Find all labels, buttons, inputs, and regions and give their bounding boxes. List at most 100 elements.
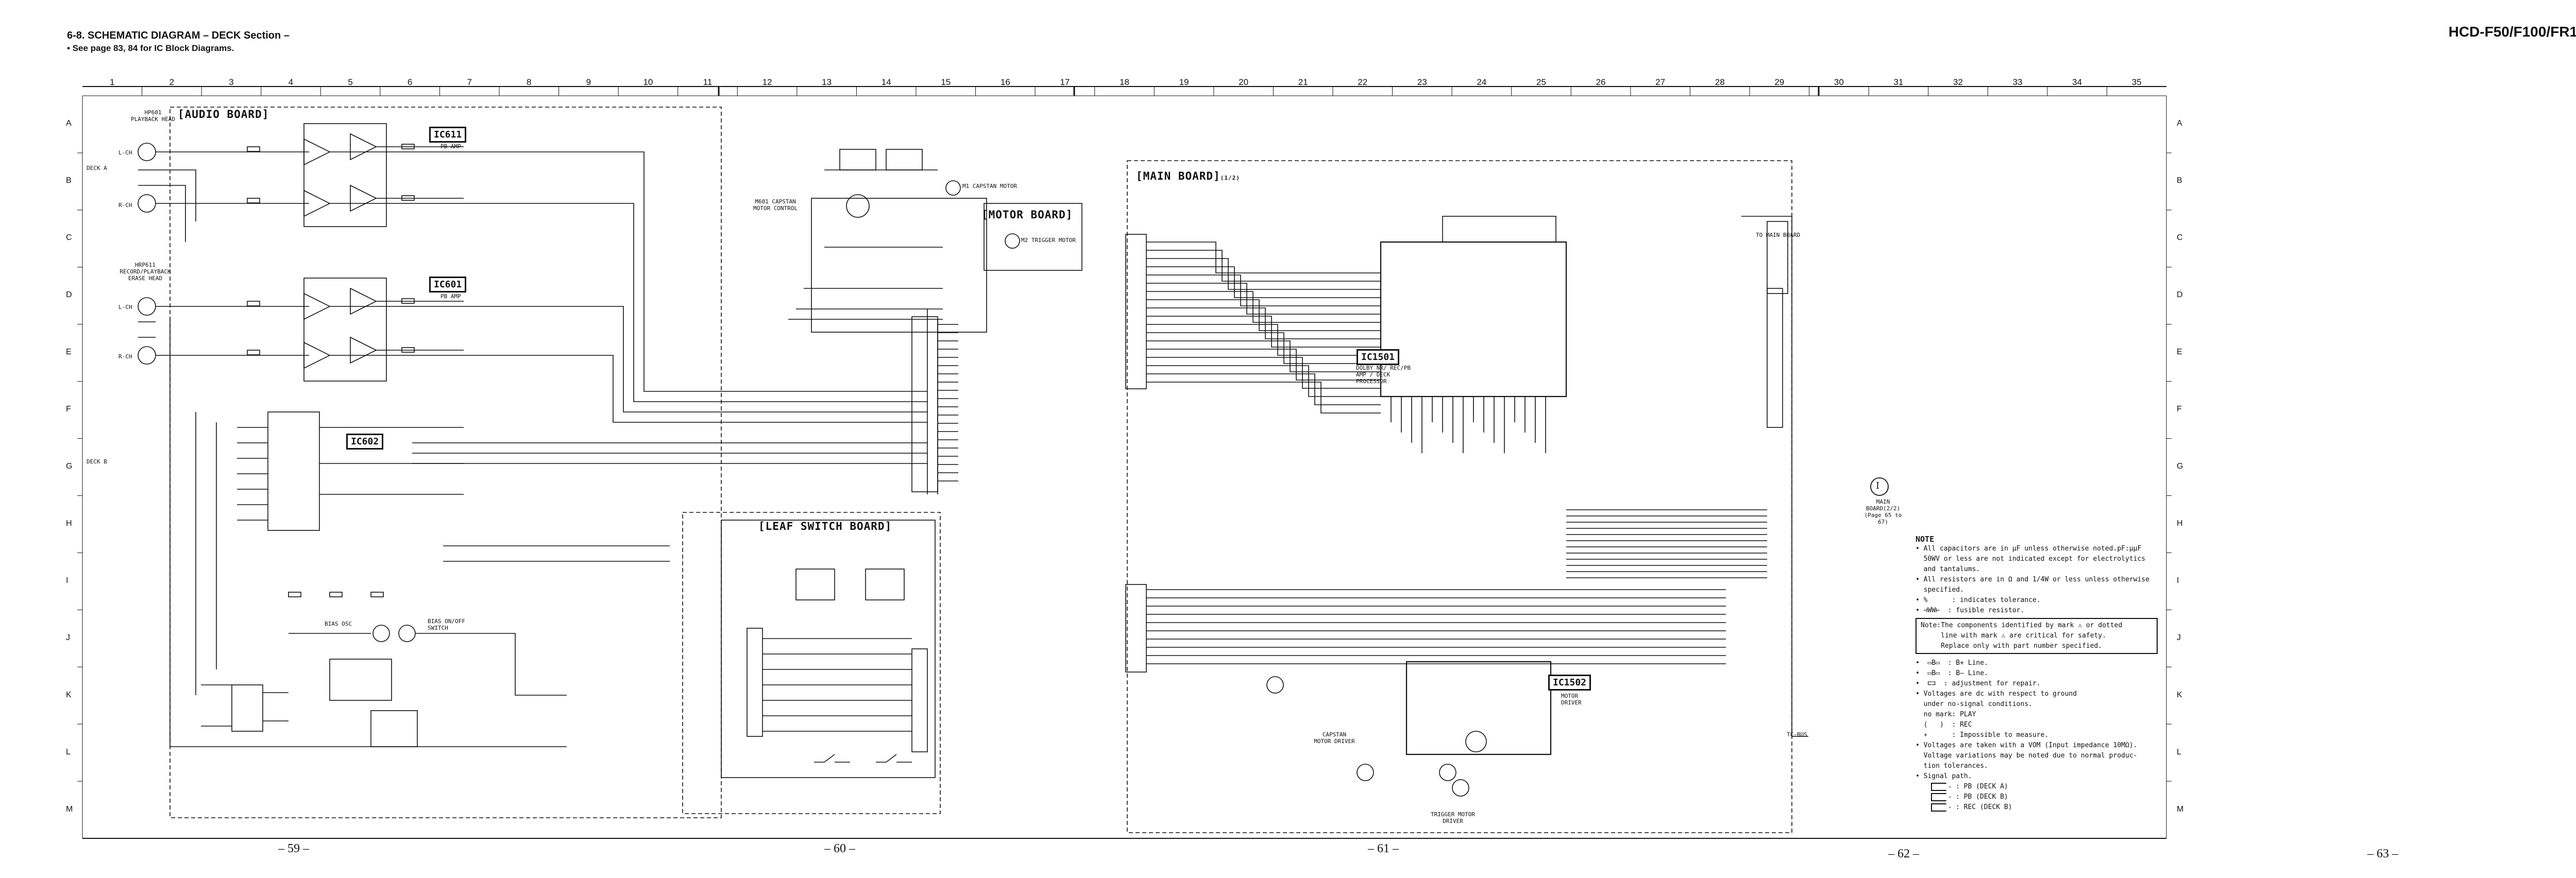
warning-line: line with mark ⚠ are critical for safety… <box>1921 632 2107 640</box>
note-line: Voltage variations may be noted due to n… <box>1916 752 2138 760</box>
grid-column-label: 24 <box>1477 77 1487 87</box>
model-number: HCD-F50/F100/FR1 <box>2448 24 2576 40</box>
note-line: • Voltages are dc with respect to ground <box>1916 690 2077 698</box>
to-main-label: TO MAIN BOARD <box>1756 232 1801 238</box>
main-bus-line <box>1146 357 1381 389</box>
signal-path-row: : REC (DECK B) <box>1916 802 2158 813</box>
safety-warning: Note:The components identified by mark ⚠… <box>1916 618 2158 654</box>
schematic-frame <box>82 86 2167 839</box>
page-title: 6-8. SCHEMATIC DIAGRAM – DECK Section – <box>67 30 290 41</box>
note-line: tion tolerances. <box>1916 762 1988 770</box>
note-line: no mark: PLAY <box>1916 711 1976 718</box>
grid-column-label: 14 <box>881 77 891 87</box>
ic602-label: IC602 <box>346 434 384 450</box>
grid-row-label-left: L <box>66 747 71 756</box>
grid-column-label: 18 <box>1120 77 1129 87</box>
grid-column-label: 29 <box>1774 77 1785 87</box>
rch-label-b: R-CH <box>118 353 132 360</box>
ic602-switch <box>237 411 464 531</box>
grid-column-label: 33 <box>2012 77 2023 87</box>
grid-column-label: 6 <box>407 77 413 87</box>
grid-column-label: 26 <box>1596 77 1606 87</box>
grid-column-label: 4 <box>288 77 294 87</box>
grid-column-label: 25 <box>1536 77 1546 87</box>
grid-column-label: 30 <box>1834 77 1844 87</box>
grid-row-label-right: E <box>2177 348 2182 357</box>
ic601-amps <box>303 278 464 382</box>
playback-head-a <box>138 143 156 213</box>
note-line: • All capacitors are in µF unless otherw… <box>1916 545 2142 553</box>
deck-b-label: DECK B <box>87 458 107 465</box>
note-line: ∗ : Impossible to measure. <box>1916 731 2049 739</box>
deck-connector-block <box>911 316 958 492</box>
note-line: • Voltages are taken with a VOM (Input i… <box>1916 742 2138 749</box>
bias-oscillator-circuit <box>201 625 567 747</box>
trigger-motor-label: M2 TRIGGER MOTOR <box>1021 237 1076 244</box>
note-line: 50WV or less are not indicated except fo… <box>1916 555 2146 563</box>
note-line: • % : indicates tolerance. <box>1916 596 2041 604</box>
main-bus-line <box>1146 291 1381 323</box>
bias-switch-label: BIAS ON/OFF SWITCH <box>428 618 465 631</box>
notes-list-2: • ▭B▭ : B+ Line.• ▭B▭ : B– Line.• ⊏⊐ : a… <box>1916 658 2158 782</box>
main-bus-line <box>1146 365 1381 397</box>
tc-bus-label: TC-BUS <box>1787 731 1807 738</box>
grid-column-label: 11 <box>703 77 713 87</box>
grid-column-label: 32 <box>1953 77 1963 87</box>
grid-row-label-right: B <box>2177 176 2182 185</box>
ic1501-caption: DOLBY NR/ REC/PB AMP / DECK PROCESSOR <box>1356 365 1411 385</box>
capstan-motor-control-label: M601 CAPSTAN MOTOR CONTROL <box>753 198 798 212</box>
grid-column-label: 23 <box>1417 77 1427 87</box>
grid-column-label: 13 <box>822 77 832 87</box>
grid-column-label: 35 <box>2131 77 2142 87</box>
note-line: • ▭B▭ : B– Line. <box>1916 669 1988 677</box>
ic611-label: IC611 <box>429 127 467 143</box>
audio-resistors <box>247 144 415 597</box>
grid-row-label-left: E <box>66 348 72 357</box>
grid-column-label: 31 <box>1893 77 1904 87</box>
grid-row-label-left: G <box>66 462 73 471</box>
note-line: • ⊏⊐ : adjustment for repair. <box>1916 680 2041 687</box>
grid-column-label: 19 <box>1179 77 1189 87</box>
grid-column-label: 22 <box>1358 77 1368 87</box>
grid-row-label-left: B <box>66 176 72 185</box>
grid-row-label-right: I <box>2177 576 2179 585</box>
signal-path-legend: : PB (DECK A): PB (DECK B): REC (DECK B) <box>1916 782 2158 813</box>
warning-line: Replace only with part number specified. <box>1921 642 2103 650</box>
main-board-note-label: MAIN BOARD(2/2) (Page 65 to 67) <box>1864 498 1902 525</box>
trigger-motor-driver-label: TRIGGER MOTOR DRIVER <box>1430 811 1476 824</box>
grid-row-label-left: F <box>66 405 71 414</box>
signal-path-label: : PB (DECK A) <box>1956 783 2008 790</box>
main-board-reference <box>1870 477 1889 496</box>
page-number-61: – 61 – <box>1368 842 1399 855</box>
main-bus-line <box>1146 373 1381 405</box>
grid-row-label-right: A <box>2177 119 2182 128</box>
rch-label-a: R-CH <box>118 202 132 209</box>
signal-arrow-icon <box>1931 803 1951 812</box>
grid-ticks <box>77 87 2172 782</box>
signal-path-label: : REC (DECK B) <box>1956 803 2012 811</box>
grid-column-label: 34 <box>2072 77 2082 87</box>
grid-row-label-right: D <box>2177 290 2183 300</box>
main-bus-line <box>1146 382 1381 414</box>
main-bus-line <box>1146 299 1381 331</box>
grid-row-label-right: G <box>2177 462 2183 471</box>
main-board-title-text: [MAIN BOARD] <box>1136 170 1221 182</box>
page-number-62: – 62 – <box>1888 847 1919 860</box>
note-line: • ⊣WW⊢ : fusible resistor. <box>1916 607 2025 614</box>
main-board-title: [MAIN BOARD](1/2) <box>1136 170 1240 182</box>
note-line: ( ) : REC <box>1916 721 1972 729</box>
record-head-b <box>138 297 156 365</box>
note-line: under no-signal conditions. <box>1916 700 2032 708</box>
record-head-label: HRP611 RECORD/PLAYBACK ERASE HEAD <box>120 262 171 282</box>
playback-head-label: HP601 PLAYBACK HEAD <box>130 109 176 123</box>
grid-column-label: 1 <box>110 77 115 87</box>
grid-row-label-left: C <box>66 233 72 243</box>
ic611-caption: PB AMP <box>440 143 461 150</box>
main-bus-line <box>1146 274 1381 306</box>
grid-column-label: 28 <box>1715 77 1725 87</box>
grid-row-label-left: I <box>66 576 69 585</box>
capstan-motor-driver-label: CAPSTAN MOTOR DRIVER <box>1314 731 1355 745</box>
audio-board-title: [AUDIO BOARD] <box>178 108 269 120</box>
page-subtitle: • See page 83, 84 for IC Block Diagrams. <box>67 43 234 53</box>
